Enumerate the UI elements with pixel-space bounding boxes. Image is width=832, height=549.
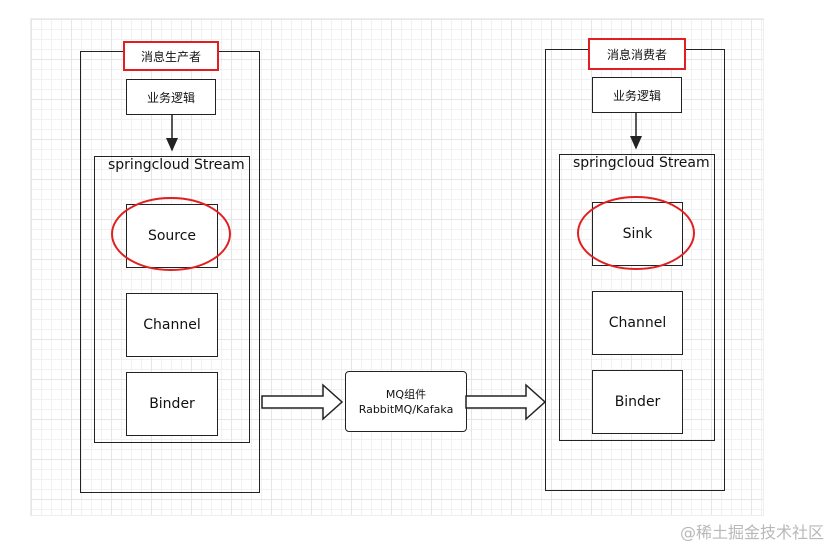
consumer-stream-title: springcloud Stream (573, 155, 710, 171)
producer-stream-container (94, 156, 250, 443)
producer-to-mq-arrow (261, 383, 344, 421)
sink-box: Sink (592, 202, 683, 266)
sink-highlight-ellipse (577, 196, 695, 270)
mq-component-box: MQ组件 RabbitMQ/Kafaka (345, 371, 467, 432)
producer-title: 消息生产者 (123, 41, 219, 71)
consumer-business-logic: 业务逻辑 (592, 77, 682, 113)
consumer-binder-box: Binder (592, 370, 683, 434)
producer-channel-box: Channel (126, 293, 218, 357)
source-highlight-ellipse (111, 197, 231, 271)
mq-line-1: MQ组件 (385, 387, 427, 401)
mq-line-2: RabbitMQ/Kafaka (358, 402, 454, 416)
consumer-channel-box: Channel (592, 291, 683, 355)
producer-business-logic: 业务逻辑 (126, 79, 216, 115)
consumer-title: 消息消费者 (588, 38, 686, 70)
mq-to-consumer-arrow (465, 383, 547, 421)
producer-binder-box: Binder (126, 372, 218, 436)
producer-stream-title: springcloud Stream (108, 157, 245, 173)
watermark: @稀土掘金技术社区 (679, 523, 824, 542)
source-box: Source (126, 204, 218, 268)
consumer-stream-container (559, 154, 715, 441)
